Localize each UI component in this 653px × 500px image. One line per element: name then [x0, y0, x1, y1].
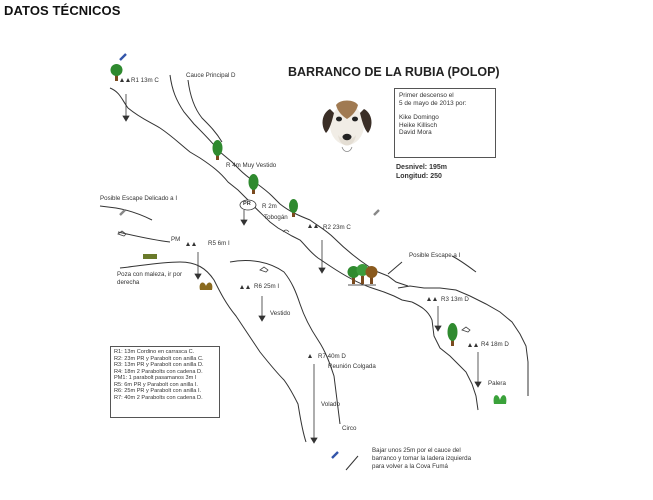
legend-line: R3: 13m PR y Parabolt con anilla D. [114, 362, 204, 368]
info-line: Primer descenso el [399, 92, 454, 99]
page-heading: DATOS TÉCNICOS [4, 3, 121, 18]
canyon-right-wall [169, 74, 409, 287]
anchor-legend-box: R1: 13m Cordino en carrasca C. R2: 23m P… [110, 346, 220, 418]
exit-path [345, 455, 359, 471]
label-pm: PM [171, 236, 181, 243]
label-r2m: R 2m [262, 203, 277, 210]
topo-stats: Desnivel: 195m Longitud: 250 [396, 163, 447, 181]
label-r6: R6 25m I [254, 283, 280, 290]
legend-line: R5: 6m PR y Parabolt con anilla I. [114, 381, 198, 388]
escape-path-upper2 [451, 255, 477, 273]
far-left-wall [99, 205, 153, 221]
route-markers [119, 53, 380, 459]
label-exit-2: barranco y tomar la ladera izquierda [372, 455, 472, 462]
pr-badge-outline [239, 199, 257, 211]
label-r2: R2 23m C [323, 224, 351, 231]
desnivel-value: Desnivel: 195m [396, 164, 447, 171]
label-r1: R1 13m C [131, 77, 159, 84]
label-r4: R4 18m D [481, 341, 509, 348]
info-line: David Mora [399, 129, 432, 137]
label-r3: R3 13m D [441, 296, 469, 303]
lower-left-wall [119, 261, 307, 443]
legend-line: R4: 18m 2 Parabolts con cadena D. [114, 368, 203, 375]
legend-line: R6: 25m PR y Parabolt con anilla I. [114, 388, 202, 394]
legend-line: R2: 23m PR y Parabolt con anilla C. [114, 355, 204, 362]
label-poza-1: Poza con maleza, ir por [117, 271, 182, 278]
topo-title: BARRANCO DE LA RUBIA (POLOP) [288, 65, 500, 79]
first-descent-box: Primer descenso el 5 de mayo de 2013 por… [394, 88, 496, 158]
rock-icons [117, 229, 471, 333]
legend-line: R1: 13m Cordino en carrasca C. [114, 349, 195, 355]
label-exit-1: Bajar unos 25m por el cauce del [372, 447, 461, 454]
upper-wall [187, 79, 223, 143]
lower-right-wall [229, 259, 341, 425]
label-poza-2: derecha [117, 279, 140, 286]
label-circo: Circo [342, 425, 357, 432]
info-line: Kike Domingo [399, 114, 439, 122]
label-volado: Volado [321, 401, 340, 408]
escape-right-wall-top [397, 285, 529, 396]
label-palera: Palera [488, 380, 506, 387]
label-exit-3: para volver a la Cova Fumá [372, 463, 449, 470]
label-pr-badge: PR [243, 201, 251, 207]
info-line: Heike Killisch [399, 121, 438, 129]
dog-portrait [322, 100, 372, 152]
legend-line: PM1: 1 parabolt pasamanos 3m I [114, 375, 197, 381]
label-cauce-principal: Cauce Principal D [186, 72, 236, 79]
tree-icons [110, 64, 458, 346]
far-left-wall2 [117, 231, 171, 243]
label-r7: R7 40m D [318, 353, 346, 360]
label-escape-delicado: Posible Escape Delicado a I [100, 195, 178, 202]
escape-right-wall-bot [411, 301, 479, 411]
label-r5: R5 6m I [208, 240, 230, 247]
canyon-left-wall [109, 87, 413, 303]
label-r4m-muy-vestido: R 4m Muy Vestido [226, 162, 277, 169]
scrub-icons [143, 254, 507, 404]
label-escape-i: Posible Escape a I [409, 252, 461, 259]
info-line: 5 de mayo de 2013 por: [399, 99, 467, 107]
escape-path-upper [387, 261, 403, 275]
label-tobogan: Tobogán [264, 214, 288, 221]
label-reunion-colgada: Reunión Colgada [328, 363, 376, 370]
longitud-value: Longitud: 250 [396, 173, 442, 180]
label-vestido: Vestido [270, 310, 291, 317]
legend-line: R7: 40m 2 Parabolts con cadena D. [114, 394, 203, 401]
